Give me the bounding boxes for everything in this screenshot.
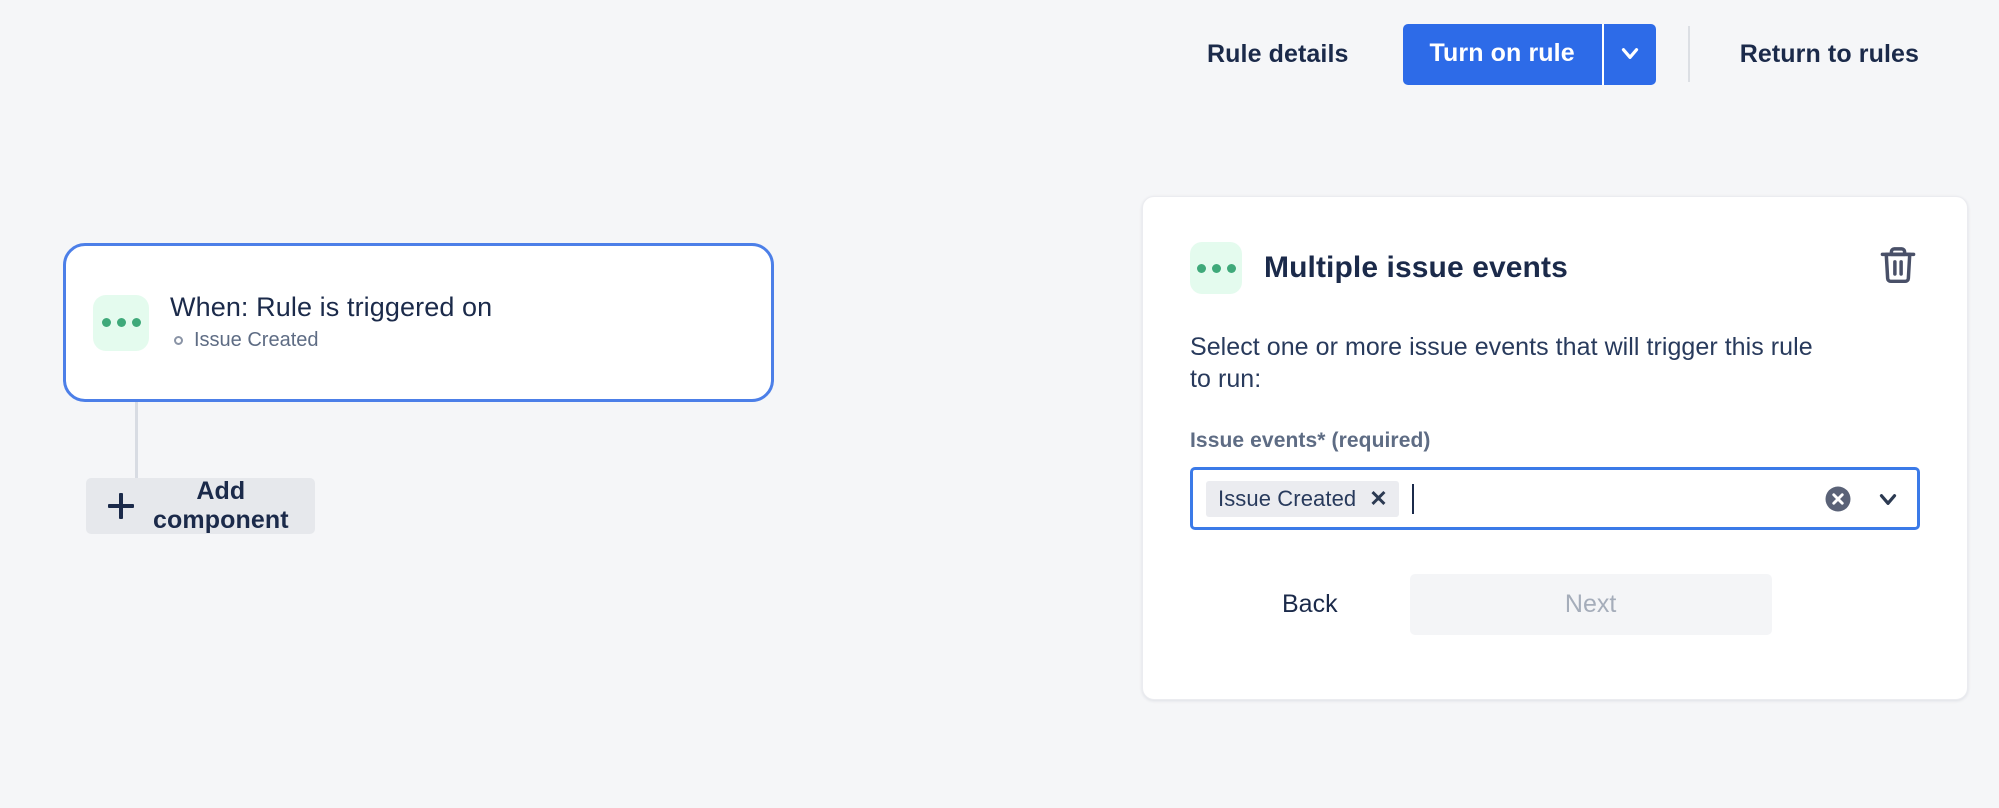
toolbar-actions: Rule details Turn on rule Return to rule… — [1185, 23, 1939, 85]
issue-events-select[interactable]: Issue Created ✕ — [1190, 467, 1920, 530]
trigger-card-title: When: Rule is triggered on — [170, 292, 493, 323]
component-detail-panel: Multiple issue events Select one or more… — [1142, 196, 1968, 700]
chip-label: Issue Created — [1218, 485, 1357, 511]
required-text: (required) — [1331, 429, 1431, 452]
top-toolbar: Rule details Turn on rule Return to rule… — [0, 0, 1999, 160]
add-component-label: Add component — [153, 477, 289, 534]
trigger-card-subtitle-row: Issue Created — [170, 329, 492, 352]
three-dots-icon — [93, 294, 149, 351]
selected-chip: Issue Created ✕ — [1206, 480, 1399, 517]
panel-title: Multiple issue events — [1264, 251, 1568, 284]
required-asterisk: * — [1317, 429, 1326, 452]
trigger-card-text: When: Rule is triggered on Issue Created — [170, 293, 492, 351]
field-label-text: Issue events — [1190, 429, 1318, 452]
turn-on-rule-split-button: Turn on rule — [1402, 23, 1656, 85]
chevron-down-icon — [1875, 486, 1901, 512]
three-dots-icon — [1190, 242, 1242, 294]
add-component-button[interactable]: Add component — [86, 477, 315, 534]
trash-icon — [1876, 247, 1920, 290]
turn-on-rule-dropdown-button[interactable] — [1601, 23, 1656, 85]
return-to-rules-button[interactable]: Return to rules — [1720, 26, 1939, 83]
rule-details-button[interactable]: Rule details — [1185, 26, 1371, 83]
panel-actions: Back Next — [1190, 574, 1920, 635]
text-cursor — [1411, 483, 1414, 514]
flow-connector-line — [135, 402, 138, 478]
next-button[interactable]: Next — [1409, 574, 1772, 635]
open-dropdown-button[interactable] — [1873, 486, 1903, 512]
panel-header: Multiple issue events — [1190, 237, 1920, 299]
back-button[interactable]: Back — [1256, 576, 1364, 633]
close-icon: ✕ — [1369, 485, 1388, 511]
clear-selection-button[interactable] — [1823, 484, 1853, 514]
turn-on-rule-button[interactable]: Turn on rule — [1402, 23, 1602, 85]
plus-icon — [108, 493, 134, 519]
issue-events-field-label: Issue events* (required) — [1190, 429, 1920, 453]
bullet-icon — [174, 335, 183, 345]
trigger-card[interactable]: When: Rule is triggered on Issue Created — [63, 243, 774, 402]
clear-circle-icon — [1823, 484, 1853, 514]
panel-description: Select one or more issue events that wil… — [1190, 333, 1813, 393]
toolbar-divider — [1687, 26, 1690, 82]
chevron-down-icon — [1617, 40, 1643, 69]
delete-component-button[interactable] — [1872, 239, 1924, 291]
chip-remove-button[interactable]: ✕ — [1367, 485, 1389, 511]
trigger-card-subtitle: Issue Created — [194, 328, 319, 351]
